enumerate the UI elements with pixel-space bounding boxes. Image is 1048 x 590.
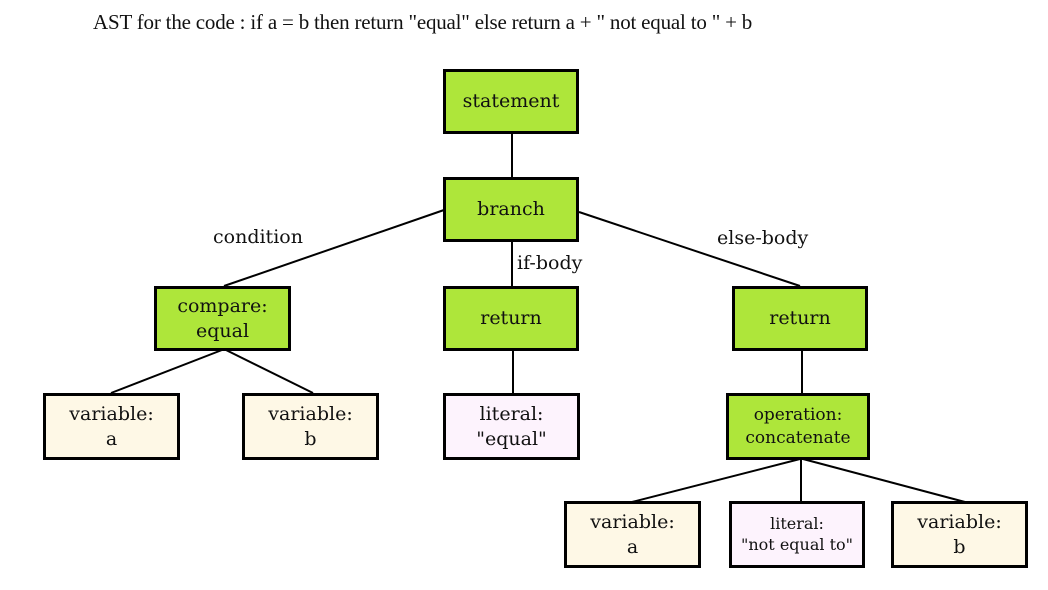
- diagram-title: AST for the code : if a = b then return …: [93, 10, 753, 34]
- node-statement-label: statement: [462, 90, 560, 113]
- node-variable-a-right: variable: a: [564, 501, 701, 568]
- node-variable-a-right-line1: variable:: [590, 510, 675, 533]
- edge-branch-return-else: [578, 211, 801, 287]
- edge-branch-compare: [223, 209, 445, 287]
- node-variable-b-right-line2: b: [953, 535, 966, 558]
- node-operation-line1: operation:: [753, 405, 843, 426]
- edge-label-if-body: if-body: [517, 252, 583, 274]
- node-variable-a-right-line2: a: [626, 535, 639, 558]
- edge-operation-var-b: [802, 458, 966, 503]
- node-statement: statement: [443, 69, 579, 134]
- node-literal-equal-line1: literal:: [479, 402, 544, 425]
- node-compare-line2: equal: [195, 319, 250, 342]
- edge-operation-var-a: [631, 458, 801, 503]
- node-variable-b-right-line1: variable:: [917, 510, 1002, 533]
- edge-compare-var-a: [110, 349, 223, 394]
- node-variable-b-left-line1: variable:: [268, 402, 353, 425]
- node-variable-a-left-line1: variable:: [69, 402, 154, 425]
- node-return-else-label: return: [769, 307, 831, 330]
- node-variable-b-left: variable: b: [242, 393, 379, 460]
- node-literal-not-equal-line1: literal:: [770, 513, 824, 533]
- node-literal-not-equal: literal: "not equal to": [729, 501, 865, 568]
- node-branch-label: branch: [477, 198, 545, 221]
- node-variable-a-left: variable: a: [43, 393, 180, 460]
- node-return-if: return: [443, 286, 579, 351]
- node-compare-line1: compare:: [177, 294, 268, 317]
- node-return-else: return: [732, 286, 868, 351]
- node-operation-line2: concatenate: [745, 427, 851, 448]
- node-literal-not-equal-line2: "not equal to": [741, 534, 853, 554]
- node-compare-equal: compare: equal: [154, 286, 291, 351]
- node-variable-a-left-line2: a: [105, 427, 118, 450]
- node-variable-b-right: variable: b: [891, 501, 1028, 568]
- node-operation-concatenate: operation: concatenate: [726, 393, 870, 460]
- node-literal-equal-line2: "equal": [476, 427, 547, 450]
- edge-label-condition: condition: [213, 226, 303, 248]
- node-branch: branch: [443, 177, 579, 242]
- node-return-if-label: return: [480, 307, 542, 330]
- edge-compare-var-b: [225, 349, 314, 394]
- node-literal-equal: literal: "equal": [443, 393, 580, 460]
- node-variable-b-left-line2: b: [304, 427, 317, 450]
- edge-label-else-body: else-body: [717, 227, 809, 249]
